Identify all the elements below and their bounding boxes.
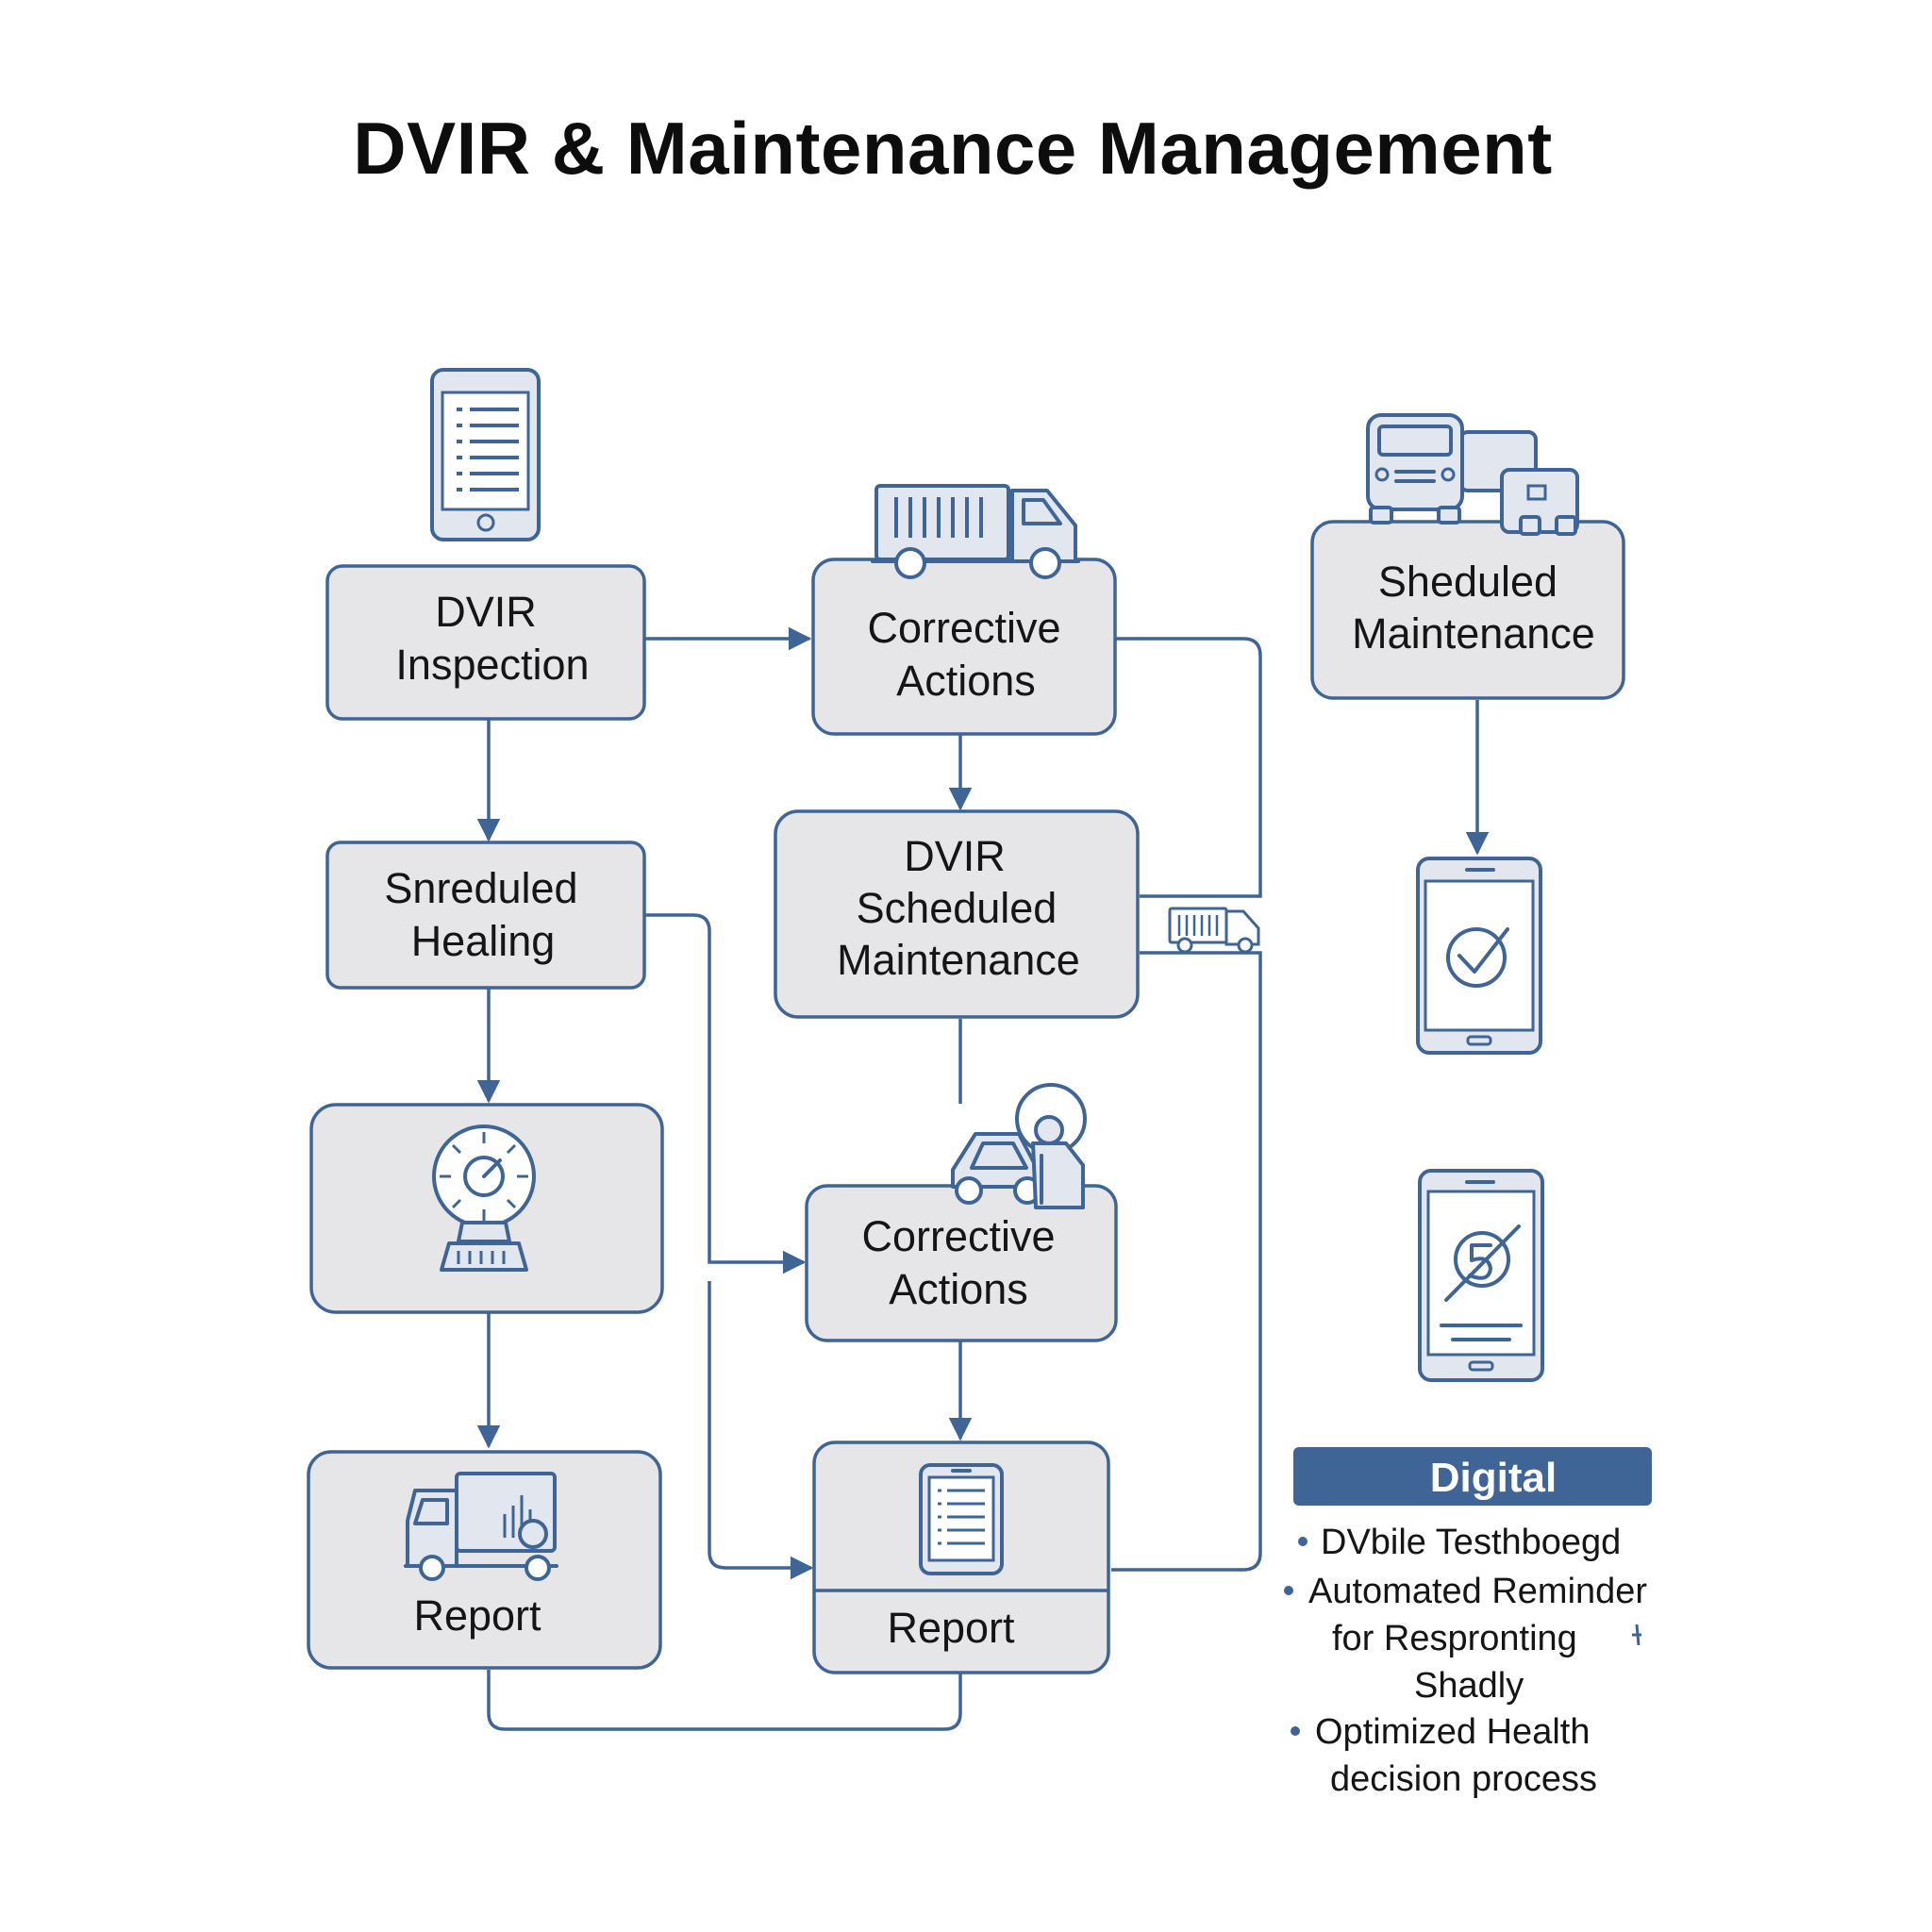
node-label: DVIR — [435, 588, 537, 636]
line-reports-bottom — [487, 1670, 962, 1731]
legend-item: for Respronting — [1332, 1619, 1577, 1658]
page-title: DVIR & Maintenance Management — [353, 107, 1553, 190]
small-figure-icon — [1632, 1624, 1641, 1646]
legend-bullet — [1291, 1726, 1300, 1736]
legend-item: DVbile Testhboegd — [1321, 1523, 1621, 1562]
box-truck-icon — [871, 484, 1080, 579]
node-label: Report — [413, 1591, 541, 1640]
car-technician-icon — [951, 1083, 1087, 1209]
arrow-healing-to-report-mid — [708, 1281, 814, 1580]
node-label: Snreduled — [384, 864, 577, 912]
arrow-healing-to-corrective-mid — [644, 913, 807, 1274]
legend-item: decision process — [1330, 1759, 1597, 1799]
legend-item: Shadly — [1414, 1666, 1524, 1706]
small-truck-icon — [1168, 907, 1260, 954]
node-label: Inspection — [395, 641, 589, 689]
node-sheduled-maintenance[interactable]: Sheduled Maintenance — [1310, 520, 1625, 700]
legend-item: Automated Reminder — [1308, 1572, 1647, 1611]
diagnostic-gauge-icon — [432, 1124, 536, 1272]
fleet-vehicles-icon — [1366, 413, 1579, 536]
legend-item: Optimized Health — [1315, 1712, 1590, 1752]
node-label: Sheduled — [1378, 558, 1557, 606]
node-corrective-actions-mid[interactable]: Corrective Actions — [805, 1184, 1118, 1342]
node-label: DVIR — [904, 832, 1006, 880]
node-label: Report — [887, 1604, 1015, 1652]
node-label: Maintenance — [837, 936, 1080, 984]
node-label: Actions — [896, 657, 1036, 705]
legend-bullet — [1298, 1537, 1307, 1546]
phone-no-service-icon — [1418, 1169, 1544, 1382]
node-label: Actions — [889, 1265, 1028, 1313]
connectors — [476, 626, 1490, 1731]
phone-checkmark-icon — [1416, 857, 1542, 1055]
legend-heading-badge — [1293, 1447, 1652, 1506]
node-label: Corrective — [861, 1212, 1055, 1260]
tablet-report-icon — [919, 1463, 1004, 1575]
line-corrective-right-loop — [1116, 637, 1262, 898]
truck-report-icon — [404, 1472, 558, 1581]
node-sreduled-healing[interactable]: Snreduled Healing — [325, 841, 646, 990]
node-dvir-inspection[interactable]: DVIR Inspection — [325, 564, 646, 721]
node-report-left[interactable]: Report — [307, 1450, 662, 1670]
node-label: Maintenance — [1352, 609, 1595, 658]
tablet-checklist-icon — [430, 368, 541, 541]
node-label: Corrective — [867, 604, 1060, 652]
node-label: Healing — [411, 917, 556, 965]
legend-bullet — [1284, 1586, 1293, 1595]
node-corrective-actions-top[interactable]: Corrective Actions — [811, 558, 1117, 736]
node-label: Scheduled — [857, 884, 1058, 932]
legend: Digital DVbile Testhboegd Automated Remi… — [1284, 1447, 1652, 1799]
line-right-trunk — [1111, 951, 1262, 1572]
node-dvir-scheduled-maintenance[interactable]: DVIR Scheduled Maintenance — [774, 809, 1140, 1019]
legend-heading: Digital — [1430, 1455, 1557, 1501]
